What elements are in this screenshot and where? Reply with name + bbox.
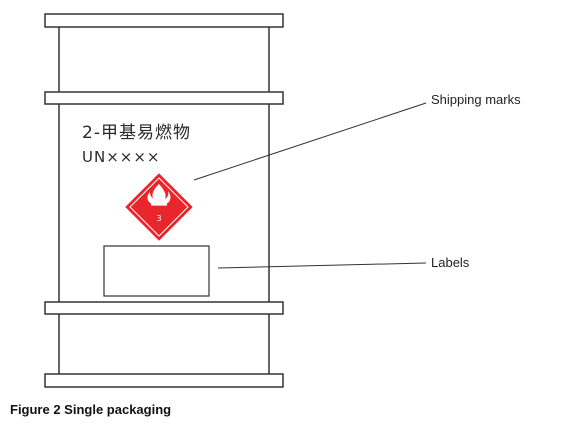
labels-callout: Labels [431, 255, 470, 270]
flame-icon [147, 184, 171, 204]
labels-box [103, 245, 210, 297]
flammable-hazard-diamond [125, 173, 193, 241]
un-number-mark: UN×××× [82, 148, 161, 166]
shipping-marks-leader [193, 102, 427, 181]
labels-leader [217, 262, 427, 269]
drum-bottom-rim [44, 373, 284, 388]
shipping-marks-callout: Shipping marks [431, 92, 521, 107]
drum-upper-hoop [44, 91, 284, 105]
drum-lower-hoop [44, 301, 284, 315]
product-name-mark: 2-甲基易燃物 [82, 123, 191, 143]
hazard-class-number: 3 [156, 214, 162, 223]
figure-caption: Figure 2 Single packaging [10, 402, 172, 417]
drum-top-rim [44, 13, 284, 28]
